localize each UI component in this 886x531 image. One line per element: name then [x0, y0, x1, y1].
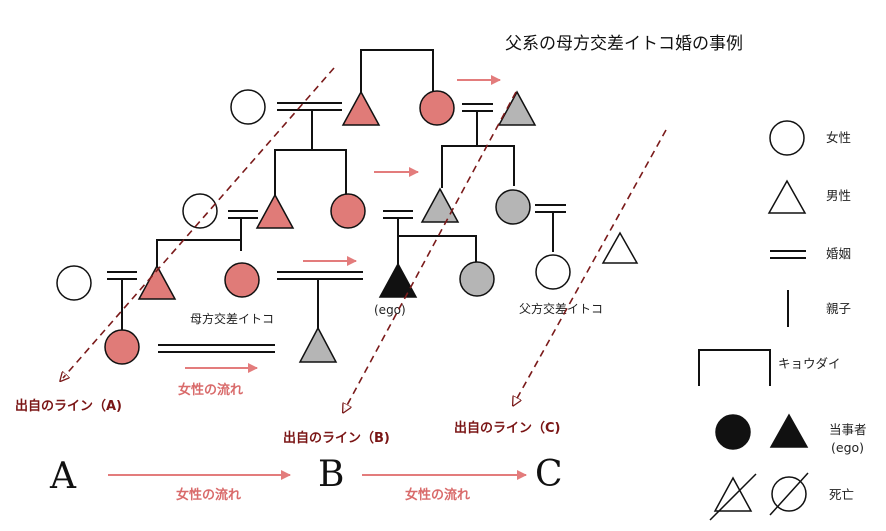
legend-parent-child-label: 親子 — [826, 301, 851, 316]
descent-line-c-label: 出自のライン（C) — [454, 420, 560, 436]
legend-dead-label: 死亡 — [829, 487, 854, 502]
legend-ego-label: 当事者 (ego) — [829, 422, 871, 455]
male-node — [341, 90, 381, 126]
female-node — [104, 329, 140, 365]
legend-male-label: 男性 — [826, 188, 851, 203]
descent-line-c — [515, 129, 667, 402]
ego-node — [378, 262, 418, 298]
female-node — [419, 90, 455, 126]
kin-nodes — [56, 89, 639, 365]
female-node — [230, 89, 266, 125]
female-node — [330, 193, 366, 229]
legend-female-label: 女性 — [826, 130, 851, 145]
legend-male-icon — [767, 179, 807, 214]
female-node — [535, 254, 571, 290]
male-node — [420, 187, 460, 223]
female-node — [495, 189, 531, 225]
legend-siblings-label: キョウダイ — [778, 356, 841, 371]
male-node — [255, 193, 295, 229]
line-letter-b: B — [318, 454, 344, 495]
diagram-title: 父系の母方交差イトコ婚の事例 — [505, 34, 743, 54]
male-node — [601, 231, 639, 264]
female-node — [56, 265, 92, 301]
ego-label: (ego) — [374, 303, 406, 317]
legend-dead-male-icon — [713, 476, 753, 512]
female-node — [224, 262, 260, 298]
descent-line-b-label: 出自のライン（B) — [283, 430, 390, 446]
matrilateral-cousin-label: 母方交差イトコ — [190, 311, 274, 326]
female-flow-label: 女性の流れ — [178, 382, 243, 398]
legend-female-icon — [769, 120, 805, 156]
legend-ego-female-icon — [715, 414, 751, 450]
female-flow-arrows — [108, 75, 527, 480]
male-node — [298, 326, 338, 363]
female-node — [459, 261, 495, 297]
male-node — [497, 90, 537, 126]
descent-line-a — [63, 67, 335, 378]
descent-line-b — [345, 91, 517, 409]
legend-marriage-label: 婚姻 — [826, 246, 851, 261]
line-letter-c: C — [535, 454, 563, 495]
legend: 女性 男性 婚姻 親子 キョウダイ 当事者 (ego) 死亡 — [698, 120, 871, 521]
legend-ego-male-icon — [769, 413, 809, 448]
legend-siblings-icon — [698, 349, 771, 386]
patrilateral-cousin-label: 父方交差イトコ — [519, 301, 603, 316]
kinship-lines — [107, 49, 566, 353]
female-flow-label: 女性の流れ — [405, 487, 470, 503]
descent-lines — [63, 67, 667, 409]
line-letter-a: A — [49, 456, 77, 497]
female-node — [182, 193, 218, 229]
male-node — [137, 264, 177, 300]
descent-line-a-label: 出自のライン（A) — [15, 398, 122, 414]
female-flow-label: 女性の流れ — [176, 487, 241, 503]
legend-ego-line2: (ego) — [831, 440, 864, 455]
legend-ego-line1: 当事者 — [829, 422, 867, 437]
